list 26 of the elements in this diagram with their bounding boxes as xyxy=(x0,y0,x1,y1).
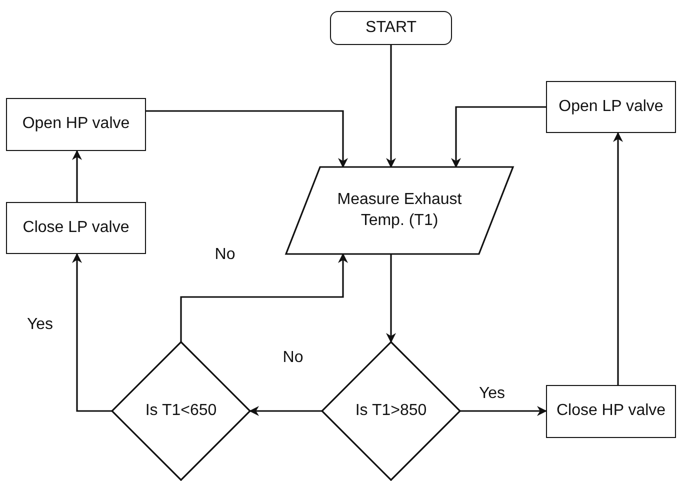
node-label: Open LP valve xyxy=(558,96,664,117)
node-label: START xyxy=(364,18,418,38)
decision-diamond xyxy=(112,342,250,480)
node-label: Close HP valve xyxy=(555,401,667,422)
process-box xyxy=(546,385,676,438)
arrow xyxy=(451,106,546,168)
process-box xyxy=(6,98,146,151)
arrow xyxy=(249,406,322,416)
arrow xyxy=(386,45,396,168)
process-box xyxy=(6,202,146,254)
arrow xyxy=(180,253,348,342)
arrow xyxy=(146,110,348,168)
arrow xyxy=(613,132,623,385)
arrow xyxy=(460,406,547,416)
node-label: Is T1>850 xyxy=(354,400,428,421)
decision-diamond xyxy=(322,342,460,480)
node-label: Open HP valve xyxy=(21,114,131,134)
node-label: Close LP valve xyxy=(22,218,130,238)
arrow xyxy=(386,254,396,343)
input-parallelogram xyxy=(286,167,513,254)
start-terminal xyxy=(330,11,452,45)
process-box xyxy=(546,81,676,133)
arrow xyxy=(72,253,112,412)
node-label: Is T1<650 xyxy=(144,400,218,421)
node-label: Measure Exhaust Temp. (T1) xyxy=(336,190,463,230)
arrow xyxy=(72,150,82,202)
